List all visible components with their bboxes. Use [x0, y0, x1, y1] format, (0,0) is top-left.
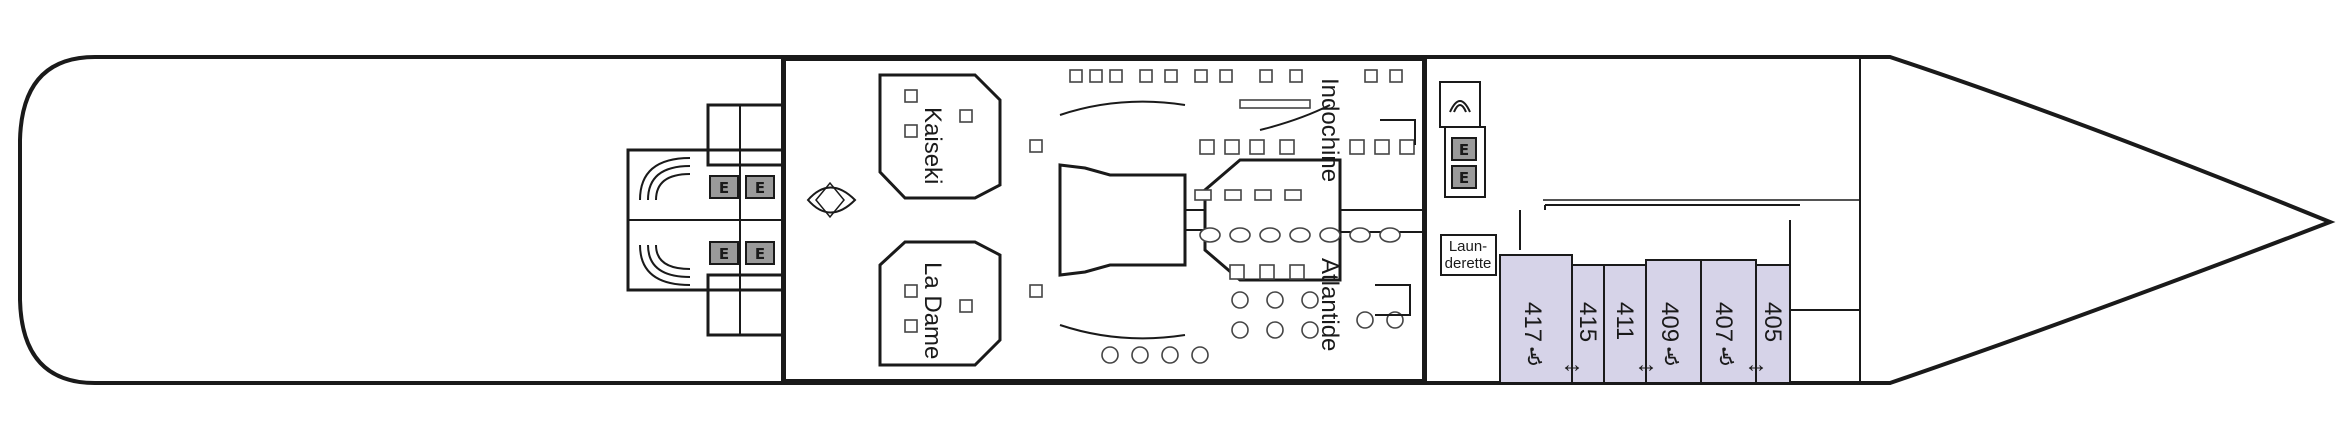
- elevator-icon: [1451, 165, 1477, 189]
- connecting-arrow-icon: ↔: [1634, 351, 1658, 378]
- launderette-label-line2: derette: [1445, 255, 1492, 272]
- cabin-417[interactable]: [1499, 254, 1573, 384]
- elevator-icon: [1451, 137, 1477, 161]
- elevator-label: E: [719, 245, 729, 263]
- wheelchair-icon: ♿: [1524, 344, 1546, 371]
- wheelchair-icon: ♿: [1716, 344, 1738, 371]
- restaurant-block: [781, 57, 1427, 383]
- cabin-415[interactable]: [1571, 264, 1605, 384]
- cabin-number: 409: [1656, 302, 1683, 342]
- cabin-number: 415: [1574, 302, 1601, 342]
- wheelchair-icon: ♿: [1661, 344, 1683, 371]
- aft-stair-block: E E E E: [626, 103, 785, 337]
- elevator-label: E: [1459, 169, 1469, 187]
- elevator-icon: [745, 175, 775, 199]
- cabin-number: 407: [1710, 302, 1737, 342]
- hull-outline: [18, 55, 2336, 385]
- elevator-icon: [709, 241, 739, 265]
- connecting-arrow-icon: ↔: [1560, 351, 1584, 378]
- cabin-number: 411: [1611, 302, 1638, 340]
- la-dame-label: La Dame: [919, 262, 946, 359]
- elevator-icon: [745, 241, 775, 265]
- forward-stair-block: E E: [1439, 81, 1486, 198]
- launderette-label-line1: Laun-: [1449, 238, 1487, 255]
- connecting-arrow-icon: ↔: [1744, 351, 1768, 378]
- elevator-label: E: [1459, 141, 1469, 159]
- furniture-group: [904, 69, 1415, 364]
- cabin-409[interactable]: [1645, 259, 1702, 384]
- elevator-label: E: [755, 245, 765, 263]
- atlantide-label: Atlantide: [1316, 258, 1343, 351]
- kaiseki-label: Kaiseki: [919, 107, 946, 184]
- elevator-icon: [709, 175, 739, 199]
- cabin-411[interactable]: [1603, 264, 1647, 384]
- cabin-number: 405: [1759, 302, 1786, 342]
- cabin-row: 417 415 411 409 407 405 ♿ ♿ ♿ ↔ ↔ ↔: [1499, 254, 1791, 384]
- cabin-405[interactable]: [1755, 264, 1791, 384]
- indochine-label: Indochine: [1316, 78, 1343, 182]
- elevator-label: E: [755, 179, 765, 197]
- cabin-407[interactable]: [1700, 259, 1757, 384]
- launderette: Laun- derette: [1440, 234, 1497, 276]
- cabin-number: 417: [1519, 302, 1546, 342]
- elevator-label: E: [719, 179, 729, 197]
